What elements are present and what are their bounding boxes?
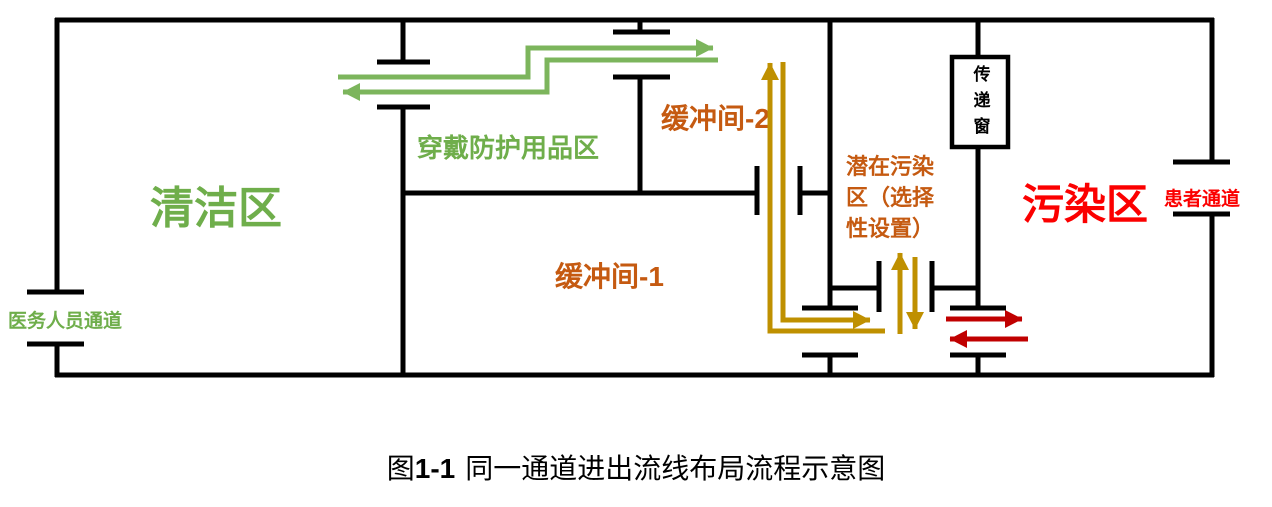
door-patient-entrance — [1173, 159, 1230, 217]
door-jambs — [27, 29, 1230, 358]
potential-zone-label: 潜在污染 区（选择 性设置） — [846, 151, 934, 244]
contaminated-zone-label: 污染区 — [1022, 181, 1149, 228]
figure-caption-title: 同一通道进出流线布局流程示意图 — [465, 454, 886, 485]
buffer-entry-arrow — [780, 62, 871, 329]
staff-flow-arrows — [338, 39, 718, 101]
ppe-area-label: 穿戴防护用品区 — [417, 133, 600, 163]
buffer-exit-arrow — [761, 62, 885, 334]
figure-caption-fig: 图 — [386, 454, 415, 485]
transfer-window-box — [949, 54, 1011, 150]
buffer-room-2-label: 缓冲间-2 — [661, 103, 770, 134]
door-corridor-to-contaminated — [950, 305, 1006, 358]
inner-walls — [400, 20, 981, 375]
door-ppe-to-buffer2 — [613, 29, 670, 80]
buffer-room-1-label: 缓冲间-1 — [555, 261, 664, 292]
clean-zone-label: 清洁区 — [150, 184, 282, 233]
patient-flow-arrows — [946, 310, 1028, 348]
potential-zone-label-line1: 潜在污染 — [846, 154, 935, 179]
potential-zone-label-line2: 区（选择 — [846, 185, 935, 210]
potential-zone-label-line3: 性设置） — [846, 216, 935, 241]
door-buffer2-to-buffer1 — [754, 166, 803, 215]
staff-entry-arrow — [338, 39, 714, 80]
door-buffer1-to-corridor — [802, 305, 858, 358]
staff-channel-label: 医务人员通道 — [8, 311, 123, 332]
figure-caption: 图1-1 同一通道进出流线布局流程示意图 — [0, 447, 1272, 487]
patient-channel-label: 患者通道 — [1164, 189, 1241, 210]
door-staff-entrance — [27, 289, 84, 347]
figure-caption-number: 1-1 — [414, 453, 456, 484]
buffer-flow-arrows — [761, 62, 924, 334]
transfer-window-label: 传递窗 — [970, 65, 990, 143]
staff-exit-arrow — [342, 57, 718, 101]
door-clean-to-ppe — [377, 59, 430, 110]
door-corridor-to-potential — [876, 261, 935, 312]
outer-walls — [54, 17, 1215, 378]
